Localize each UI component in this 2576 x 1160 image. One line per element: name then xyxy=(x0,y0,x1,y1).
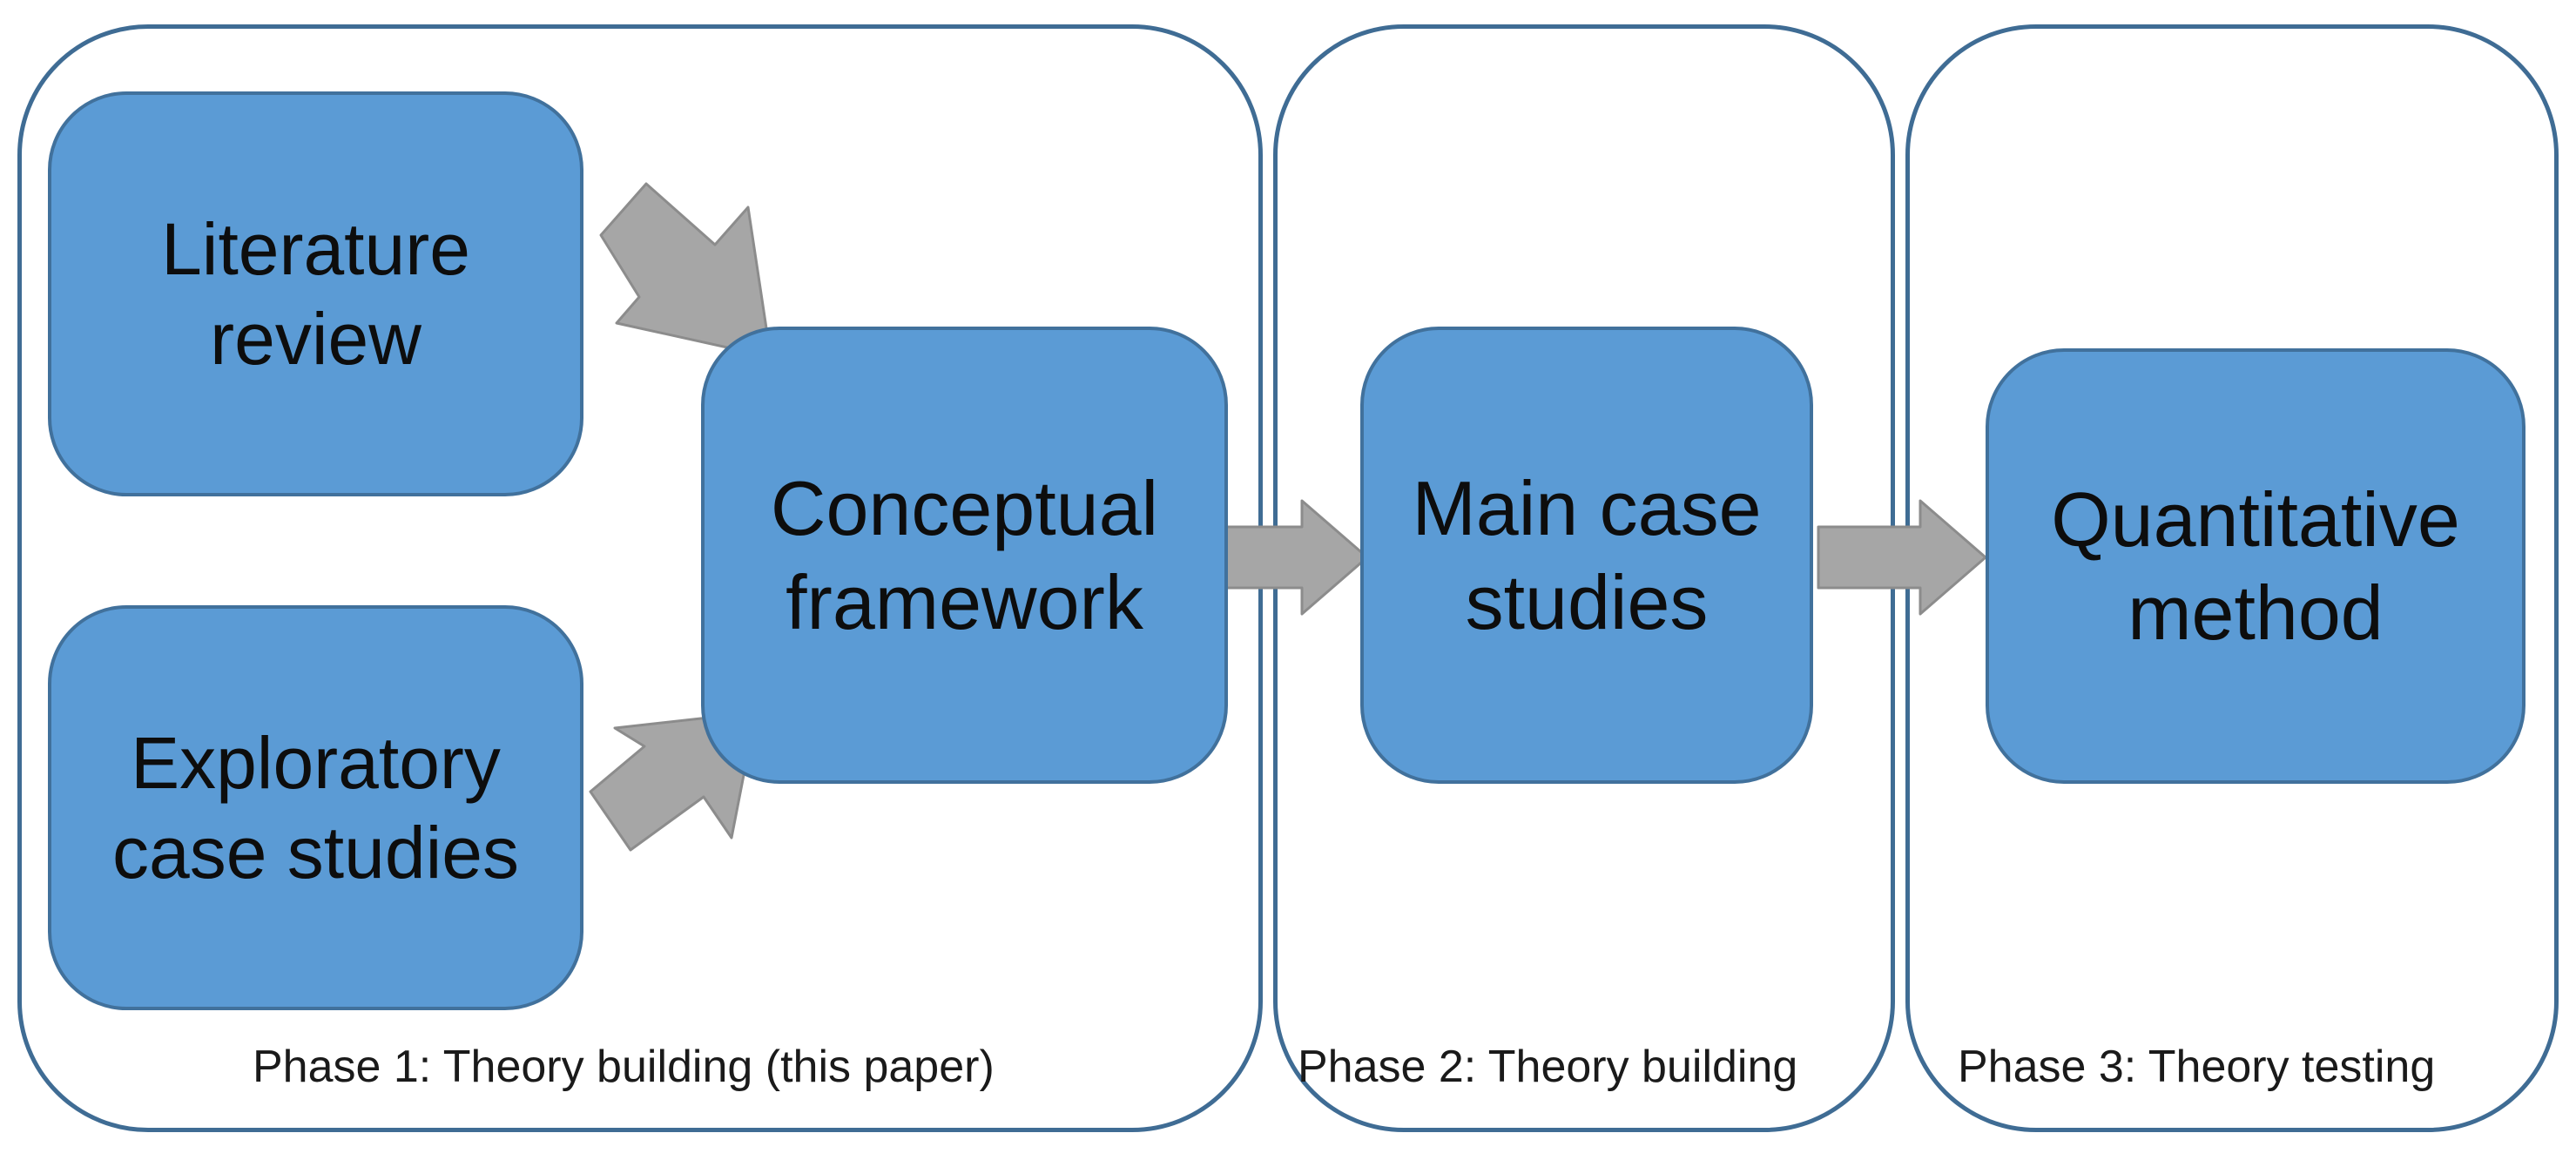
phase-1-caption: Phase 1: Theory building (this paper) xyxy=(253,1042,995,1092)
main-case-studies-label: Main case studies xyxy=(1412,465,1762,645)
exploratory-case-studies-node: Exploratory case studies xyxy=(48,605,583,1010)
conceptual-framework-label: Conceptual framework xyxy=(770,465,1159,645)
arrow-main-to-quantitative xyxy=(1817,499,1987,616)
quantitative-method-node: Quantitative method xyxy=(1986,348,2525,784)
conceptual-framework-node: Conceptual framework xyxy=(701,327,1228,784)
literature-review-label: Literature review xyxy=(161,208,470,380)
exploratory-case-studies-label: Exploratory case studies xyxy=(112,722,519,894)
main-case-studies-node: Main case studies xyxy=(1360,327,1813,784)
literature-review-node: Literature review xyxy=(48,91,583,496)
arrow-literature-to-conceptual xyxy=(599,182,772,359)
phase-2-caption: Phase 2: Theory building xyxy=(1298,1042,1798,1092)
arrow-conceptual-to-main xyxy=(1222,499,1369,616)
quantitative-method-label: Quantitative method xyxy=(2051,475,2460,656)
phase-3-caption: Phase 3: Theory testing xyxy=(1958,1042,2436,1092)
